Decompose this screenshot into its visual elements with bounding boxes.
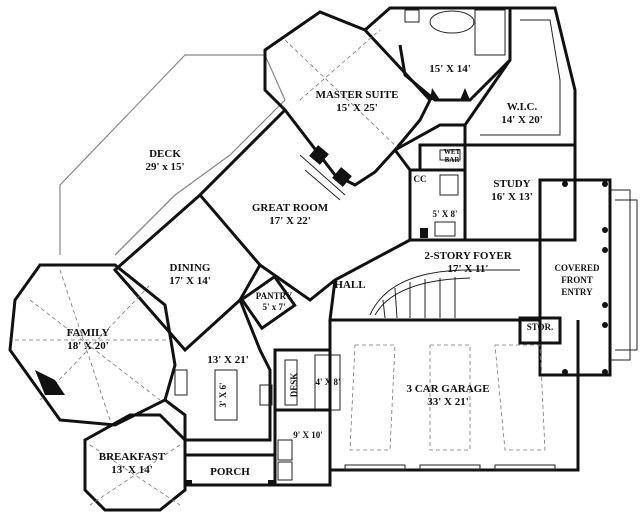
- svg-text:MASTER SUITE: MASTER SUITE: [316, 89, 399, 101]
- deck-area: [59, 54, 286, 256]
- svg-text:15' X 14': 15' X 14': [429, 63, 471, 75]
- svg-text:5' X 8': 5' X 8': [432, 209, 457, 219]
- svg-text:16' X 13': 16' X 13': [491, 191, 533, 203]
- svg-text:13' X 21': 13' X 21': [207, 354, 249, 366]
- svg-text:29' x 15': 29' x 15': [145, 161, 184, 173]
- svg-text:WET: WET: [444, 148, 461, 156]
- svg-text:4' X 8': 4' X 8': [315, 377, 340, 387]
- family-label: FAMILY 18' X 20': [67, 327, 110, 352]
- study-label: STUDY 16' X 13': [491, 178, 533, 203]
- svg-text:3 CAR GARAGE: 3 CAR GARAGE: [406, 383, 489, 395]
- storage-label: STOR.: [527, 322, 554, 332]
- garage-walls: [328, 320, 580, 472]
- svg-text:ENTRY: ENTRY: [561, 287, 593, 297]
- dining-label: DINING 17' X 14': [169, 262, 211, 287]
- master-bath-label: 15' X 14': [429, 63, 471, 75]
- svg-text:14' X 20': 14' X 20': [501, 114, 543, 126]
- breakfast-label: BREAKFAST 13' X 14': [99, 451, 166, 476]
- svg-text:HALL: HALL: [334, 279, 365, 291]
- laundry-label: 9' X 10': [293, 430, 323, 440]
- svg-text:15' X 25': 15' X 25': [336, 102, 378, 114]
- breakfast-walls: [83, 413, 187, 512]
- family-walls: [8, 263, 177, 427]
- svg-text:BAR: BAR: [445, 156, 461, 164]
- wet-bar-label: WET BAR: [444, 148, 461, 164]
- hall-label: HALL: [334, 279, 365, 291]
- desk-label: DESK: [289, 373, 299, 398]
- kitchen-walls: [164, 299, 273, 442]
- svg-text:2-STORY FOYER: 2-STORY FOYER: [424, 250, 512, 262]
- svg-text:5' x 7': 5' x 7': [262, 302, 285, 312]
- covered-entry-label: COVERED FRONT ENTRY: [554, 263, 600, 297]
- island-label: 3' X 6': [218, 382, 228, 407]
- storage-walls: [518, 316, 562, 345]
- svg-text:FRONT: FRONT: [561, 275, 593, 285]
- svg-text:PORCH: PORCH: [210, 466, 250, 478]
- small-bath-label: 5' X 8': [432, 209, 457, 219]
- deck-label: DECK 29' x 15': [145, 148, 184, 173]
- svg-text:17' X 14': 17' X 14': [169, 275, 211, 287]
- svg-text:9' X 10': 9' X 10': [293, 430, 323, 440]
- svg-text:BREAKFAST: BREAKFAST: [99, 451, 166, 463]
- svg-text:18' X 20': 18' X 20': [67, 340, 109, 352]
- dining-walls: [112, 193, 262, 353]
- svg-text:33' X 21': 33' X 21': [427, 396, 469, 408]
- svg-text:DECK: DECK: [149, 148, 181, 160]
- svg-text:CC: CC: [414, 174, 427, 184]
- master-bath-walls: [364, 6, 512, 102]
- porch-label: PORCH: [210, 466, 250, 478]
- svg-text:W.I.C.: W.I.C.: [507, 101, 538, 113]
- svg-text:13' X 14': 13' X 14': [111, 464, 153, 476]
- kitchen-label: 13' X 21': [207, 354, 249, 366]
- pantry-label: PANTRY 5' x 7': [256, 291, 293, 312]
- svg-text:DESK: DESK: [289, 373, 299, 398]
- svg-text:PANTRY: PANTRY: [256, 291, 293, 301]
- wic-label: W.I.C. 14' X 20': [501, 101, 543, 126]
- svg-text:COVERED: COVERED: [554, 263, 600, 273]
- svg-text:STOR.: STOR.: [527, 322, 554, 332]
- master-suite-walls: [263, 10, 432, 187]
- svg-text:GREAT ROOM: GREAT ROOM: [252, 202, 329, 214]
- cc-label: CC: [414, 174, 427, 184]
- svg-text:STUDY: STUDY: [493, 178, 530, 190]
- master-suite-label: MASTER SUITE 15' X 25': [316, 89, 399, 114]
- svg-text:DINING: DINING: [170, 262, 211, 274]
- svg-text:FAMILY: FAMILY: [67, 327, 110, 339]
- pantry-walls: [239, 274, 297, 331]
- powder-label: 4' X 8': [315, 377, 340, 387]
- center-service-walls: [393, 123, 577, 242]
- garage-label: 3 CAR GARAGE 33' X 21': [406, 383, 489, 408]
- great-room-walls: [197, 108, 411, 302]
- svg-text:3' X 6': 3' X 6': [218, 382, 228, 407]
- svg-text:17' X 11': 17' X 11': [448, 263, 489, 275]
- great-room-label: GREAT ROOM 17' X 22': [252, 202, 329, 227]
- covered-entry-walls: [538, 178, 638, 377]
- svg-text:17' X 22': 17' X 22': [269, 215, 311, 227]
- foyer-label: 2-STORY FOYER 17' X 11': [424, 250, 512, 275]
